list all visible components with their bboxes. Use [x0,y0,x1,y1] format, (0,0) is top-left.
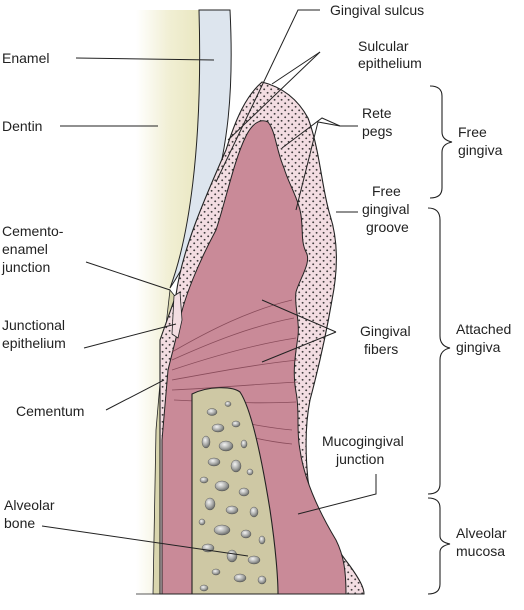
free-gingiva-brace [429,85,453,199]
label-sulcular-epithelium-line1: Sulcular [358,38,409,54]
alveolar-mucosa-brace [427,497,451,595]
label-rete-pegs-line1: Rete [362,105,392,121]
labels: Gingival sulcus Enamel Sulcular epitheli… [1,2,511,559]
label-cej-line2: enamel [2,241,48,257]
label-dentin: Dentin [2,118,42,134]
leader-lines [41,9,377,557]
label-enamel: Enamel [2,50,49,66]
label-mucogingival-junction-line1: Mucogingival [322,433,404,449]
label-cementum: Cementum [16,403,84,419]
label-free-gingival-groove-line1: Free [372,183,401,199]
label-attached-gingiva-line1: Attached [456,321,511,337]
gingival-fiber-lines [171,299,299,445]
label-junctional-epithelium-line1: Junctional [2,317,65,333]
label-gingival-fibers-line1: Gingival [360,323,411,339]
label-junctional-epithelium-line2: epithelium [2,335,66,351]
label-mucogingival-junction-line2: junction [335,451,384,467]
junctional-epithelium-region [171,291,183,339]
region-braces [427,85,453,595]
label-alveolar-bone-line2: bone [4,515,35,531]
label-free-gingiva-line2: gingiva [458,142,503,158]
label-cej-line1: Cemento- [2,223,64,239]
label-alveolar-mucosa-line1: Alveolar [456,525,507,541]
label-rete-pegs-line2: pegs [362,123,392,139]
label-free-gingival-groove-line3: groove [366,219,409,235]
label-gingival-fibers-line2: fibers [364,341,398,357]
alveolar-bone-region [191,387,279,595]
label-free-gingiva-line1: Free [458,124,487,140]
label-gingival-sulcus: Gingival sulcus [330,2,424,18]
label-alveolar-mucosa-line2: mucosa [456,543,505,559]
label-sulcular-epithelium-line2: epithelium [358,55,422,71]
dentin-region [136,10,203,594]
label-alveolar-bone-line1: Alveolar [4,497,55,513]
bone-pores [198,401,267,592]
label-attached-gingiva-line2: gingiva [456,339,501,355]
label-free-gingival-groove-line2: gingival [362,201,409,217]
label-cej-line3: junction [1,259,50,275]
attached-gingiva-brace [427,207,451,495]
